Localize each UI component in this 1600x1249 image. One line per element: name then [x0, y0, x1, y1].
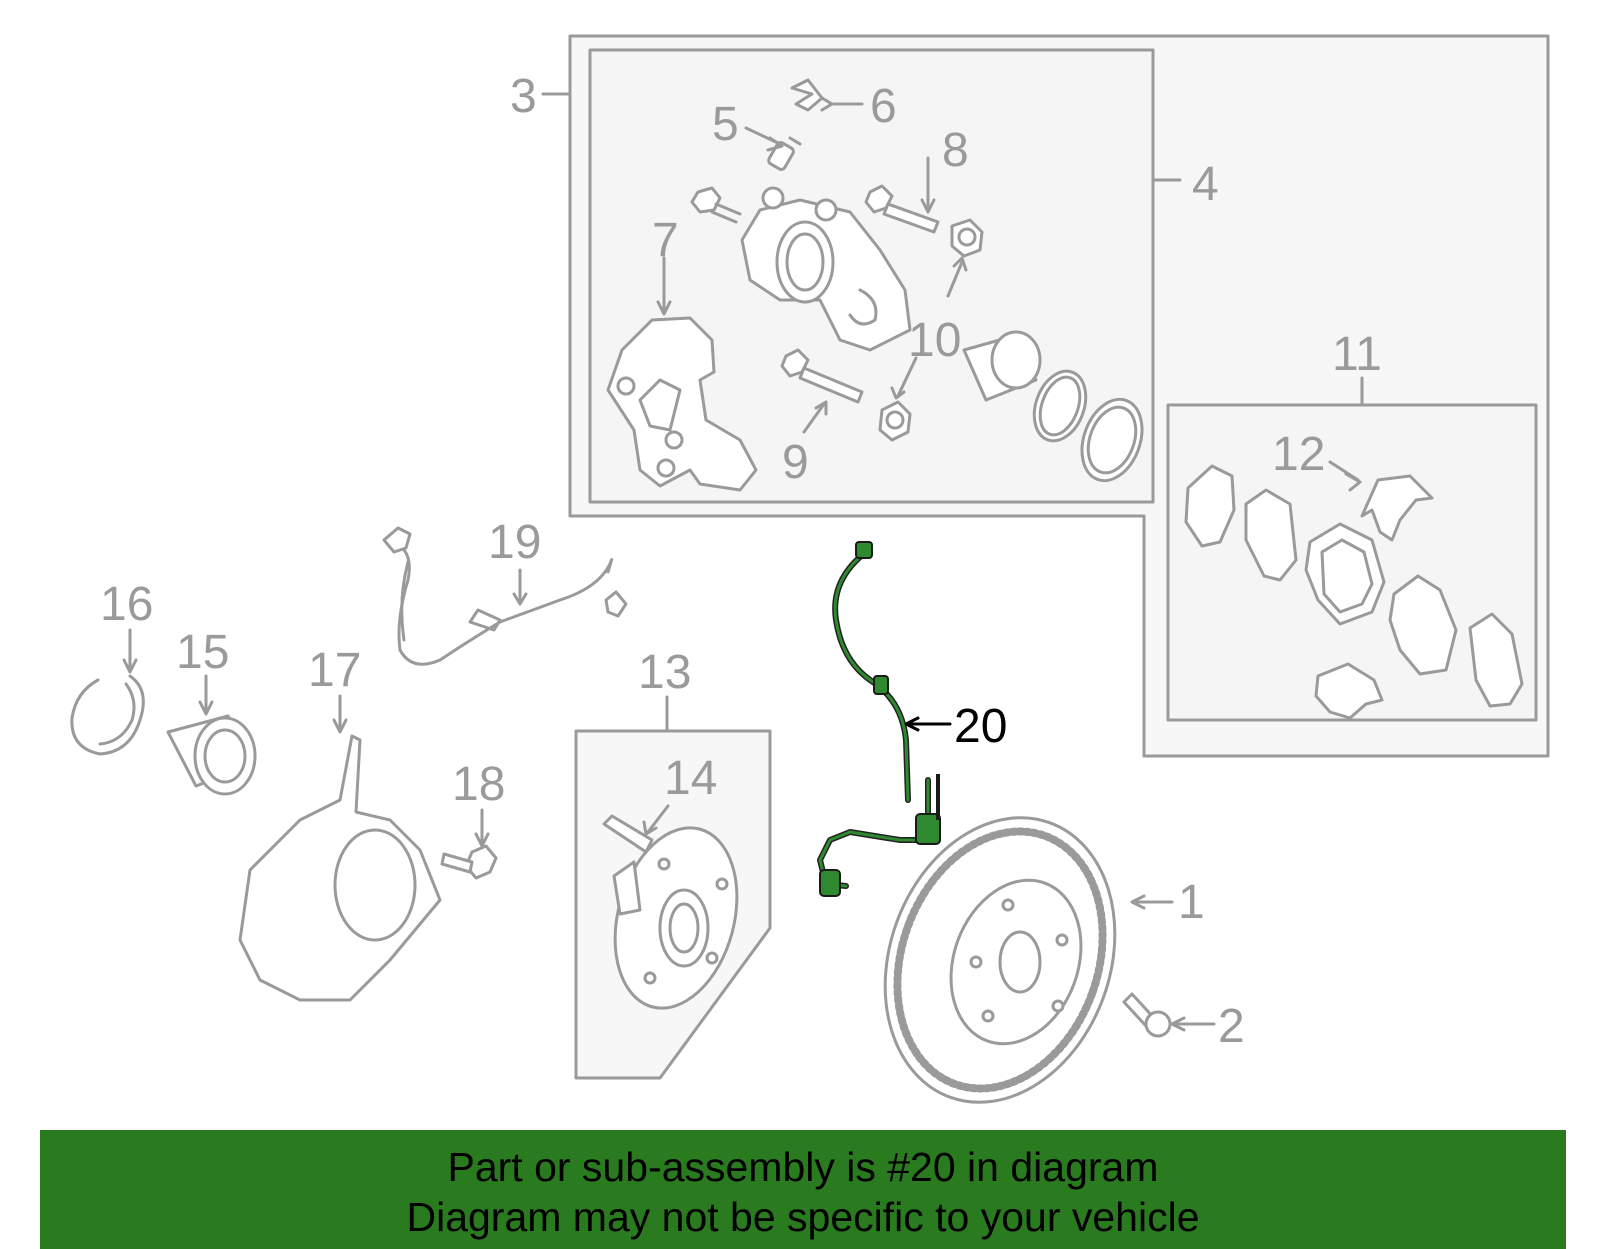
callout-15: 15	[176, 626, 229, 679]
callout-2: 2	[1218, 1000, 1245, 1053]
callout-3: 3	[510, 70, 537, 123]
banner-line-1: Part or sub-assembly is #20 in diagram	[447, 1144, 1159, 1190]
screw-part-2	[1122, 992, 1216, 1038]
callout-1: 1	[1178, 876, 1205, 929]
bearing-part-15	[166, 674, 257, 796]
caliper-bolt	[690, 186, 742, 224]
callout-6: 6	[870, 80, 897, 133]
callout-16: 16	[100, 578, 153, 631]
brake-pads	[1184, 464, 1524, 708]
callout-20: 20	[954, 700, 1007, 753]
callout-19: 19	[488, 516, 541, 569]
banner-line-2: Diagram may not be specific to your vehi…	[406, 1194, 1200, 1240]
callout-10: 10	[908, 314, 961, 367]
pad-clips-part-12	[1314, 460, 1434, 720]
bolt-part-18	[440, 808, 498, 880]
dust-shield-part-17	[238, 694, 442, 1002]
piston	[962, 330, 1144, 483]
callout-12: 12	[1272, 428, 1325, 481]
stud-part-14	[602, 804, 670, 854]
callout-18: 18	[452, 758, 505, 811]
callout-17: 17	[308, 644, 361, 697]
rotor-part-1	[883, 816, 1174, 1104]
guide-pin-part-8	[864, 156, 940, 234]
bleeder-part-5	[744, 126, 802, 171]
snap-ring-part-16	[70, 628, 145, 756]
caliper-body	[740, 186, 912, 352]
hub	[612, 826, 739, 1010]
callout-5: 5	[712, 98, 739, 151]
guide-pin-part-9	[780, 348, 864, 434]
callout-8: 8	[942, 124, 969, 177]
clip-part-6	[790, 78, 864, 112]
brake-hose-part-19	[382, 526, 628, 666]
caliper-bracket-part-7	[606, 256, 758, 492]
callout-7: 7	[652, 214, 679, 267]
callout-11: 11	[1332, 328, 1382, 381]
boot-part-10-upper	[946, 218, 984, 298]
wheel-speed-sensor-part-20	[817, 541, 952, 897]
callout-14: 14	[664, 752, 717, 805]
callout-4: 4	[1192, 158, 1219, 211]
callout-9: 9	[782, 436, 809, 489]
info-banner: Part or sub-assembly is #20 in diagram D…	[40, 1130, 1566, 1249]
boot-part-10-lower	[878, 356, 918, 442]
callout-13: 13	[638, 646, 691, 699]
